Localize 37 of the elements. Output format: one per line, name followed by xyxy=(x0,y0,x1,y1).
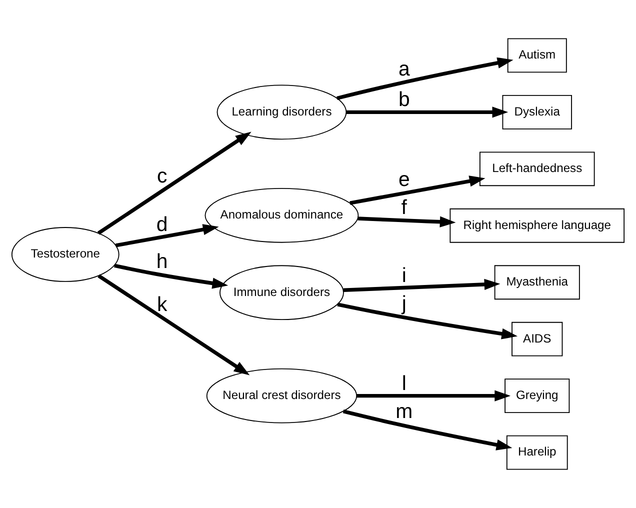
arrow xyxy=(342,410,512,450)
node-ellipse: Learning disorders xyxy=(216,84,347,140)
edge-label: f xyxy=(401,196,407,220)
edge-label: j xyxy=(402,292,406,315)
arrow xyxy=(97,132,252,235)
arrow xyxy=(346,106,508,118)
arrow xyxy=(115,224,219,248)
arrow xyxy=(98,274,250,376)
edge-label: h xyxy=(156,250,168,274)
node-ellipse: Testosterone xyxy=(11,227,120,282)
arrow xyxy=(350,176,486,205)
node-box: Myasthenia xyxy=(494,265,580,300)
edge-label: l xyxy=(402,372,406,395)
arrow xyxy=(336,57,514,100)
node-ellipse: Anomalous dominance xyxy=(204,188,359,243)
edge-label: i xyxy=(402,264,406,287)
node-box: Dyslexia xyxy=(502,94,572,130)
node-box: Autism xyxy=(507,38,567,73)
node-box: Left-handedness xyxy=(479,152,595,186)
edge-label: k xyxy=(156,292,168,316)
edge-label: c xyxy=(156,164,168,188)
arrow xyxy=(358,216,456,228)
node-box: AIDS xyxy=(512,322,563,356)
edge-label: m xyxy=(396,400,413,423)
edge-label: b xyxy=(398,88,410,112)
edge-label: a xyxy=(398,58,410,81)
node-box: Harelip xyxy=(506,435,568,470)
node-box: Right hemisphere language xyxy=(450,208,625,243)
arrow xyxy=(337,302,518,340)
edge-label: e xyxy=(398,168,410,192)
node-ellipse: Immune disorders xyxy=(220,265,344,320)
arrow xyxy=(343,278,500,292)
arrow xyxy=(114,264,228,289)
edge-label: d xyxy=(156,212,168,236)
node-box: Greying xyxy=(504,378,570,414)
arrow xyxy=(356,390,510,402)
node-ellipse: Neural crest disorders xyxy=(206,368,358,424)
